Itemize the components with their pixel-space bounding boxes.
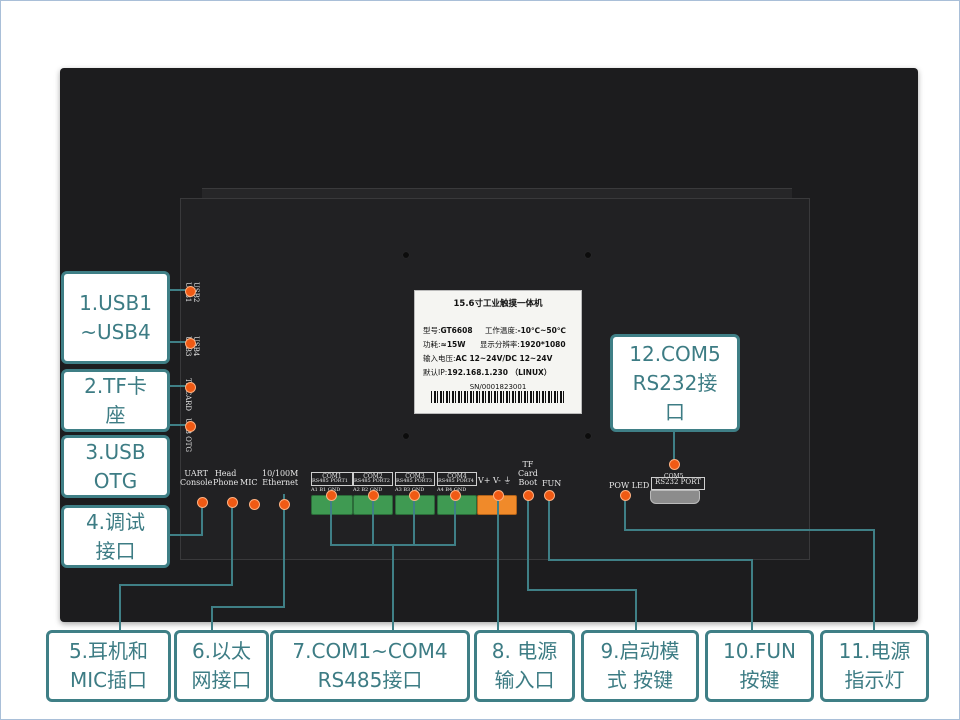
callout-com5-rs232: 12.COM5 RS232接 口 [610,334,740,432]
rear-housing-top [202,188,792,201]
marker-boot [523,490,534,501]
leader-debug [167,502,203,536]
silk-tf-boot: TF Card Boot [518,460,538,487]
sticker-model-line: 型号:GT6608 工作温度:-10℃~50℃ [423,325,566,336]
com3-port-box: COM3 [395,472,435,486]
callout-rs485: 7.COM1~COM4 RS485接口 [270,630,470,702]
marker-tf [185,382,196,393]
silk-com1: COM1 [322,473,342,480]
silk-ethernet: 10/100M Ethernet [262,469,299,487]
marker-usb1 [185,286,196,297]
sticker-power-line: 功耗:≈15W 显示分辨率:1920*1080 [423,339,566,350]
sticker-voltage-label: 输入电压: [423,354,456,363]
marker-power [493,490,504,501]
marker-ethernet [279,499,290,510]
silk-fun: FUN [542,479,562,488]
silk-port1: RS485 PORT1 [312,478,348,484]
leader-audio [119,502,233,630]
sticker-title: 15.6寸工业触摸一体机 [453,299,543,309]
screw-4 [585,433,591,439]
leader-boot [527,495,637,630]
silk-usb2: USB2 [192,282,200,303]
leader-led [624,495,875,630]
silk-com3: COM3 [405,473,425,480]
marker-pow-led [620,490,631,501]
com1-port-box: COM1 [311,472,353,486]
sticker-barcode [431,391,565,403]
sticker-serial: SN/0001823001 [469,383,527,391]
leader-rs485-d [414,495,456,546]
leader-fun [548,495,753,630]
callout-audio-jack: 5.耳机和 MIC插口 [46,630,171,702]
callout-power-input: 8. 电源 输入口 [474,630,575,702]
sticker-res-label: 显示分辨率: [479,340,520,349]
silk-port4: RS485 PORT4 [438,478,474,484]
callout-boot-button: 9.启动模 式 按键 [581,630,699,702]
marker-com1 [326,490,337,501]
marker-fun [544,490,555,501]
silk-pins3: A3 B3 GND [395,487,425,493]
screw-1 [403,252,409,258]
screw-3 [403,433,409,439]
silk-com2: COM2 [363,473,383,480]
sticker-voltage-line: 输入电压:AC 12~24V/DC 12~24V [423,353,552,364]
sticker-voltage-value: AC 12~24V/DC 12~24V [455,354,553,363]
sticker-model-value: GT6608 [440,326,473,335]
marker-headphone [227,497,238,508]
sticker-ip-label: 默认IP: [423,368,448,377]
callout-debug-port: 4.调试 接口 [61,505,170,568]
callout-ethernet: 6.以太 网接口 [174,630,269,702]
marker-com2 [368,490,379,501]
silk-com4: COM4 [447,473,467,480]
marker-mic [249,499,260,510]
marker-com4 [450,490,461,501]
sticker-res-value: 1920*1080 [519,340,566,349]
silk-rs232-port: RS232 PORT [655,478,701,486]
com2-port-box: COM2 [353,472,393,486]
callout-usb1-usb4: 1.USB1 ~USB4 [61,271,170,364]
marker-otg [185,421,196,432]
leader-rs485-c [393,495,415,546]
silk-pins1: A1 B1 GND [311,487,341,493]
marker-usb3 [185,338,196,349]
db9-connector [650,490,700,504]
screw-2 [585,252,591,258]
marker-com3 [409,490,420,501]
silk-port2: RS485 PORT2 [354,478,390,484]
silk-mic: MIC [240,478,258,487]
silk-port3: RS485 PORT3 [396,478,432,484]
rs232-port-box: RS232 PORT [651,477,705,490]
silk-tf-card: TF CARD [184,378,192,412]
sticker-temp-label: 工作温度: [484,326,518,335]
sticker-ip-line: 默认IP:192.168.1.230 （LINUX） [423,367,551,378]
com4-port-box: COM4 [437,472,477,486]
leader-ethernet [211,494,285,630]
silk-pins2: A2 B2 GND [353,487,383,493]
silk-com5: COM5 [664,473,684,480]
callout-fun-button: 10.FUN 按键 [705,630,814,702]
sticker-ip-value: 192.168.1.230 （LINUX） [447,368,552,377]
leader-rs485 [330,495,394,630]
sticker-power-value: ≈15W [440,340,466,349]
product-label-sticker: 15.6寸工业触摸一体机 型号:GT6608 工作温度:-10℃~50℃ 功耗:… [414,290,582,414]
callout-tf-card: 2.TF卡 座 [61,369,170,432]
sticker-model-label: 型号: [423,326,441,335]
silk-pow-led: POW LED [609,481,650,490]
silk-uart-console: UART Console [180,469,213,487]
sticker-temp-value: -10℃~50℃ [517,326,566,335]
marker-uart [197,497,208,508]
sticker-power-label: 功耗: [423,340,441,349]
silk-power-in: V+ V- ⏚ [478,476,512,485]
callout-usb-otg: 3.USB OTG [61,435,170,498]
marker-com5 [669,459,680,470]
callout-power-led: 11.电源 指示灯 [820,630,929,702]
silk-headphone: Head Phone [213,469,239,487]
silk-usb4: USB4 [192,336,200,357]
